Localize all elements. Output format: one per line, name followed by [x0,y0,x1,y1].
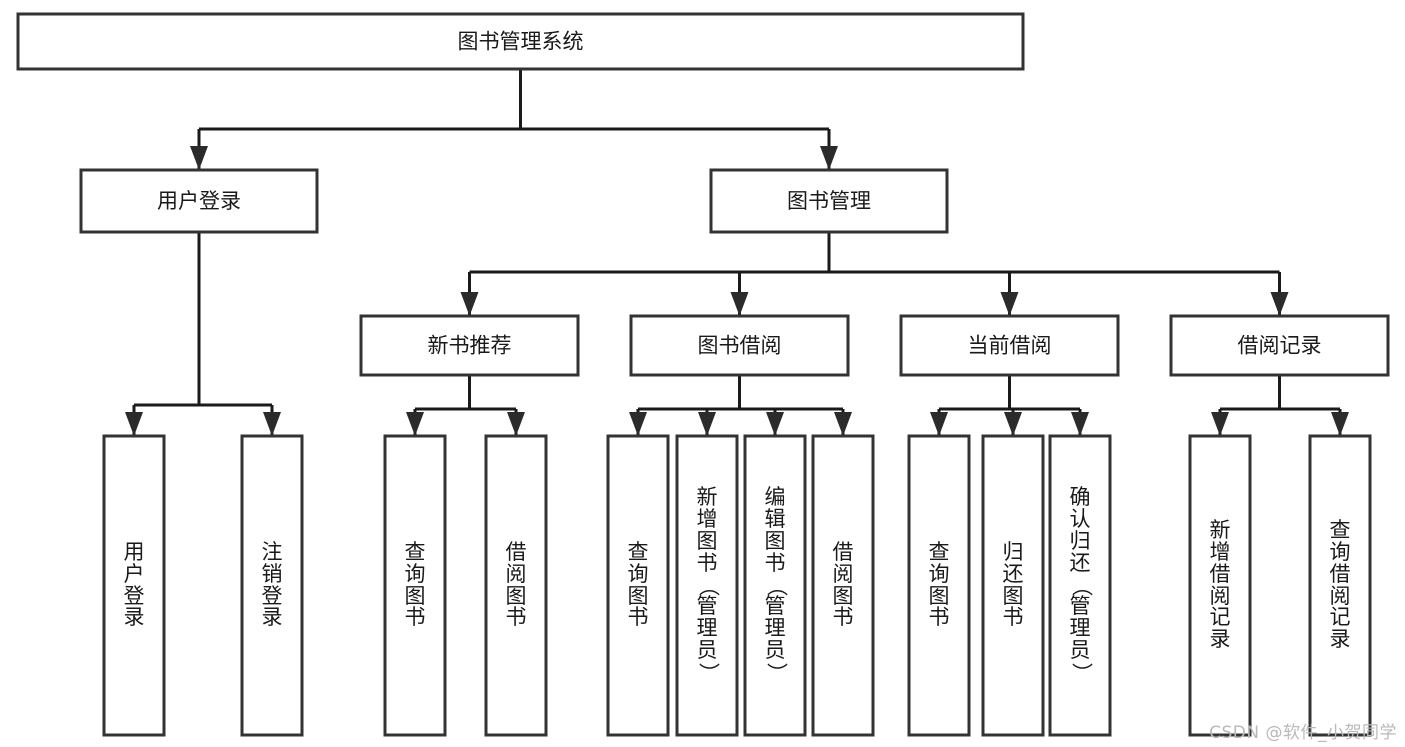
node-current-borrow-label: 当前借阅 [968,334,1052,358]
node-leaf-borrow-book-1-box[interactable] [484,434,548,737]
arrow-head-icon [1331,412,1349,436]
node-book-manage-label: 图书管理 [787,189,871,213]
edges-layer [125,69,1349,436]
node-book-manage-box[interactable] [709,168,949,234]
arrow-head-icon [820,146,838,170]
node-leaf-return-book-box[interactable] [981,434,1045,737]
node-root-box[interactable] [16,12,1025,71]
watermark-text: CSDN @软件_小贺同学 [1209,723,1397,743]
arrow-head-icon [1071,412,1089,436]
node-current-borrow-box[interactable] [899,314,1120,377]
node-leaf-edit-book-admin-box[interactable] [743,434,807,737]
arrow-head-icon [629,412,647,436]
arrow-head-icon [263,412,281,436]
arrow-head-icon [1004,412,1022,436]
node-borrow-record-label: 借阅记录 [1238,334,1322,358]
node-leaf-add-book-admin-box[interactable] [675,434,739,737]
arrow-head-icon [190,146,208,170]
arrow-head-icon [766,412,784,436]
boxes-layer [16,12,1390,737]
node-leaf-borrow-book-2-box[interactable] [811,434,875,737]
arrow-head-icon [730,292,749,316]
node-leaf-query-book-1-box[interactable] [383,434,447,737]
node-new-book-recommend-box[interactable] [359,314,580,377]
node-borrow-record-box[interactable] [1169,314,1390,377]
node-new-book-recommend-label: 新书推荐 [428,334,512,358]
arrow-head-icon [1211,412,1229,436]
arrow-head-icon [507,412,525,436]
node-leaf-query-book-2-box[interactable] [606,434,670,737]
node-book-borrow-label: 图书借阅 [698,334,782,358]
arrow-head-icon [930,412,948,436]
arrow-head-icon [460,292,479,316]
arrow-head-icon [406,412,424,436]
arrow-head-icon [834,412,852,436]
node-root-label: 图书管理系统 [458,30,584,54]
arrow-head-icon [125,412,143,436]
node-leaf-query-book-3-box[interactable] [907,434,971,737]
node-book-borrow-box[interactable] [629,314,850,377]
node-leaf-query-record-box[interactable] [1308,434,1372,737]
arrow-head-icon [698,412,716,436]
node-user-login-label: 用户登录 [157,189,241,213]
arrow-head-icon [1270,292,1289,316]
node-leaf-user-login-box[interactable] [102,434,166,737]
node-user-login-box[interactable] [79,168,319,234]
node-leaf-confirm-return-box[interactable] [1048,434,1112,737]
node-leaf-add-record-box[interactable] [1188,434,1252,737]
arrow-head-icon [1000,292,1019,316]
node-leaf-logout-login-box[interactable] [240,434,304,737]
